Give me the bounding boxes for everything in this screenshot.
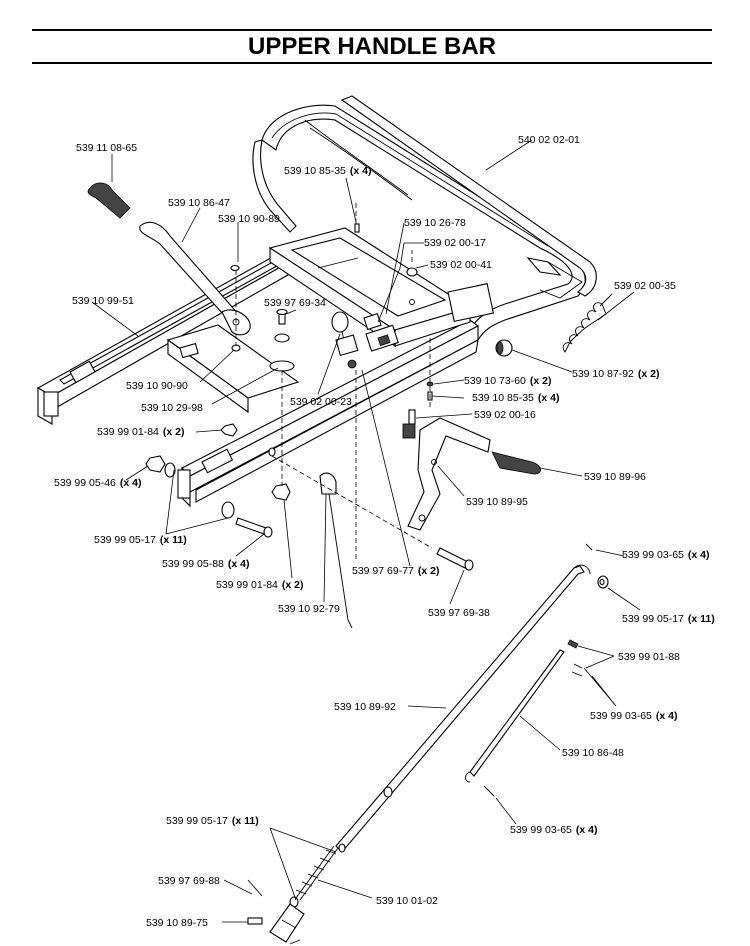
callout-label: 539 10 99-51 <box>72 295 134 307</box>
callout-label: 539 10 92-79 <box>278 603 340 615</box>
callout-label: 539 10 89-92 <box>334 701 396 713</box>
callout-label-with-qty: 539 99 05-17(x 11) <box>166 815 259 827</box>
callout-label: 539 10 29-98 <box>141 402 203 414</box>
callout-label: 539 97 69-34 <box>264 297 326 309</box>
callout-labels: 539 11 08-65 539 10 86-47 539 10 90-89 5… <box>54 134 715 929</box>
clevis <box>247 879 305 943</box>
callout-label-with-qty: 539 99 01-84(x 2) <box>97 426 184 438</box>
small-pins <box>483 543 609 797</box>
left-nuts-washers <box>145 423 291 538</box>
callout-label: 539 02 00-35 <box>614 280 676 292</box>
secondary-rod <box>465 649 565 783</box>
callout-label-with-qty: 539 99 03-65(x 4) <box>590 710 677 722</box>
pedal-pad <box>491 451 541 475</box>
callout-label-with-qty: 539 10 85-35(x 4) <box>472 392 559 404</box>
callout-label: 539 10 90-90 <box>126 380 188 392</box>
center-bracket-plate <box>268 227 495 348</box>
ignition-switch <box>363 312 399 352</box>
callout-label-with-qty: 539 10 73-60(x 2) <box>464 375 551 387</box>
callout-label: 539 02 00-41 <box>430 259 492 271</box>
callout-label: 539 97 69-38 <box>428 607 490 619</box>
callout-label: 539 10 89-96 <box>584 471 646 483</box>
alignment-dashes <box>235 200 433 549</box>
right-frame-rail <box>177 319 480 508</box>
callout-label: 539 11 08-65 <box>76 142 137 154</box>
title-rule-bottom <box>32 62 712 64</box>
bracket-hardware <box>230 223 418 372</box>
bushing <box>495 339 513 357</box>
callout-label-with-qty: 539 99 05-88(x 4) <box>162 558 249 570</box>
callout-label: 539 02 00-16 <box>474 409 536 421</box>
lever-grip <box>87 182 131 219</box>
page-title: UPPER HANDLE BAR <box>247 33 496 60</box>
cross-tube <box>166 324 300 414</box>
callout-label: 539 10 90-89 <box>218 213 280 225</box>
callout-label: 539 10 26-78 <box>404 217 466 229</box>
callout-label-with-qty: 539 99 03-65(x 4) <box>510 824 597 836</box>
callout-label: 539 10 89-95 <box>466 496 528 508</box>
callout-label-with-qty: 539 99 05-17(x 11) <box>94 534 187 546</box>
callout-label-with-qty: 539 99 05-17(x 11) <box>622 613 715 625</box>
callout-label: 539 10 86-47 <box>168 197 230 209</box>
callout-label: 539 10 01-02 <box>376 895 438 907</box>
callout-label: 539 02 00-23 <box>290 396 352 408</box>
left-frame-rail <box>36 249 302 425</box>
rod-spring <box>289 845 339 908</box>
callout-label: 539 02 00-17 <box>424 237 486 249</box>
callout-label: 539 99 01-88 <box>618 651 680 663</box>
leader-lines <box>91 139 641 945</box>
callout-label: 539 97 69-88 <box>158 875 220 887</box>
callout-label: 539 10 89-75 <box>146 917 208 929</box>
title-rule-top <box>32 29 712 31</box>
callout-label-with-qty: 539 99 03-65(x 4) <box>622 549 709 561</box>
callout-label-with-qty: 539 10 87-92(x 2) <box>572 368 659 380</box>
callout-label-with-qty: 539 10 85-35(x 4) <box>284 165 371 177</box>
callout-label-with-qty: 539 97 69-77(x 2) <box>352 565 439 577</box>
callout-label: 539 10 86-48 <box>562 747 624 759</box>
throttle-knob <box>331 311 359 369</box>
throttle-cable <box>319 370 357 629</box>
long-control-rod <box>335 564 591 853</box>
pedal-arm <box>407 417 491 531</box>
callout-label-with-qty: 539 99 01-84(x 2) <box>216 579 303 591</box>
callout-label-with-qty: 539 99 05-46(x 4) <box>54 477 141 489</box>
callout-label: 540 02 02-01 <box>518 134 580 146</box>
bolt-long <box>436 547 474 571</box>
spring-assembly <box>562 293 613 353</box>
handle-bar-loop <box>252 95 597 341</box>
